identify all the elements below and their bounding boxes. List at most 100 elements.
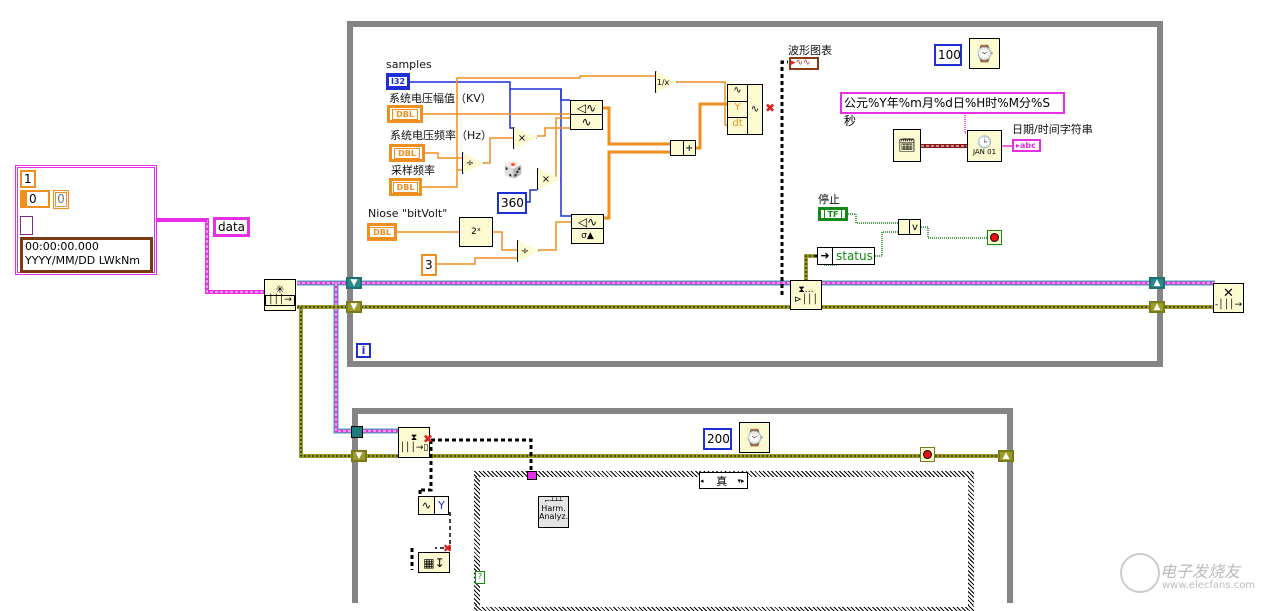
- stop-button-control[interactable]: TF: [818, 207, 848, 221]
- loop-stop-terminal[interactable]: [987, 230, 1002, 245]
- data-label[interactable]: data: [213, 217, 251, 237]
- format-string-constant[interactable]: 公元%Y年%m月%d日%H时%M分%S秒: [840, 92, 1065, 128]
- wait-ms-node[interactable]: ⌚: [969, 38, 1000, 69]
- datetime-string-label: 日期/时间字符串: [1012, 123, 1093, 136]
- queue-element-cluster[interactable]: 1 0 0 00:00:00.000 YYYY/MM/DD LWkNm: [15, 165, 157, 275]
- next-case-icon[interactable]: ▸: [741, 476, 745, 485]
- build-waveform-node[interactable]: ∿ Y dt ∿: [727, 84, 763, 135]
- queue-tunnel-consumer: [351, 426, 363, 438]
- timestamp-date: YYYY/MM/DD LWkNm: [25, 254, 141, 267]
- multiply-node-2[interactable]: ×: [537, 168, 561, 190]
- get-date-time-node[interactable]: 🗓: [893, 129, 921, 162]
- sine-wave-icon: ◁∿: [571, 102, 602, 115]
- noise-label: Niose "bitVolt": [368, 207, 448, 220]
- reciprocal-node[interactable]: 1/x: [655, 71, 677, 93]
- add-node[interactable]: +: [670, 140, 696, 156]
- table-icon: ▦↧: [423, 555, 445, 570]
- calendar-clock-icon: 🗓: [898, 137, 916, 154]
- frequency-control[interactable]: DBL: [389, 144, 425, 162]
- harmonic-analyzer-vi[interactable]: ⌐┴┴┴ Harm. Analyz.: [538, 496, 569, 528]
- wait-200-constant[interactable]: 200: [703, 428, 732, 450]
- sine-waveform-vi[interactable]: ◁∿ ∿: [570, 100, 603, 130]
- format-date-time-node[interactable]: 🕒JAN 01: [967, 130, 1002, 162]
- iteration-terminal: i: [356, 343, 371, 358]
- error-tunnel-consumer: ▼: [351, 450, 367, 462]
- consumer-while-loop-left[interactable]: [352, 408, 358, 603]
- obtain-queue-icon: ✳: [275, 283, 285, 296]
- or-node[interactable]: v: [898, 219, 921, 235]
- amplitude-label: 系统电压幅值（KV）: [389, 92, 492, 105]
- array-index[interactable]: 0: [20, 190, 50, 208]
- producer-while-loop-bottom[interactable]: [347, 361, 1163, 367]
- watermark-url: www.elecfans.com: [1162, 580, 1256, 591]
- wait-100-constant[interactable]: 100: [934, 44, 962, 66]
- queue-tunnel-in: ▼: [346, 277, 362, 289]
- dbl-array-wires: [603, 102, 729, 220]
- noise-waveform-vi[interactable]: ◁∿ σ▲: [571, 214, 604, 244]
- prev-case-icon[interactable]: ◂: [700, 476, 704, 485]
- datetime-string-indicator[interactable]: ▸abc: [1012, 139, 1041, 152]
- broken-wire-icon-3: ✖: [443, 542, 453, 555]
- watermark-name: 电子发烧友: [1160, 562, 1241, 581]
- close-icon: ✕: [1223, 285, 1234, 301]
- producer-while-loop-left[interactable]: [347, 21, 353, 367]
- random-number-icon[interactable]: 🎲: [503, 160, 523, 179]
- stop-label: 停止: [818, 193, 840, 206]
- samples-control[interactable]: I32: [386, 73, 410, 90]
- waveform-icon: ∿: [728, 85, 747, 102]
- dequeue-element-node[interactable]: ⧗│││→▯: [398, 427, 430, 458]
- arrow-icon: ➜: [818, 248, 833, 264]
- get-waveform-y-node[interactable]: ∿ Y: [418, 496, 449, 515]
- hourglass-icon-2: ⧗: [410, 432, 418, 443]
- sample-rate-control[interactable]: DBL: [389, 178, 422, 196]
- constant-360[interactable]: 360: [497, 192, 527, 214]
- hourglass-icon: ⧗…: [798, 285, 814, 295]
- watermark-logo: [1120, 553, 1160, 593]
- amplitude-control[interactable]: DBL: [387, 105, 423, 123]
- sample-rate-label: 采样频率: [391, 164, 435, 177]
- numeric-constant[interactable]: 1: [20, 170, 36, 188]
- case-selector-label[interactable]: ◂ 真 ▾ ▸: [699, 472, 748, 489]
- spectrum-icon: ⌐┴┴┴: [544, 497, 563, 505]
- broken-wire-icon-2: ✖: [423, 432, 434, 446]
- increment-decrement-icon[interactable]: [22, 192, 27, 206]
- boolean-element[interactable]: [20, 216, 33, 235]
- gaussian-noise-icon: σ▲: [581, 230, 594, 241]
- divide-node-2[interactable]: ÷: [517, 240, 539, 262]
- consumer-while-loop-top[interactable]: [352, 408, 1013, 414]
- stopwatch-icon: ⌚: [974, 44, 995, 63]
- error-shift-register-out: ▲: [1149, 301, 1165, 313]
- sine-wave-icon-2: ◁∿: [572, 216, 603, 229]
- multiply-node-1[interactable]: ×: [513, 127, 537, 149]
- enqueue-element-node[interactable]: ⧗…⊳│││: [790, 280, 822, 310]
- dropdown-icon[interactable]: ▾: [737, 476, 741, 485]
- obtain-queue-node[interactable]: ✳ │││→: [264, 279, 296, 311]
- timestamp-element[interactable]: 00:00:00.000 YYYY/MM/DD LWkNm: [20, 237, 153, 273]
- consumer-stop-terminal[interactable]: [920, 447, 935, 462]
- divide-node[interactable]: ÷: [462, 152, 484, 174]
- stopwatch-icon-2: ⌚: [744, 428, 765, 447]
- noise-control[interactable]: DBL: [367, 223, 397, 241]
- waveform-chart-label: 波形图表: [788, 44, 832, 57]
- stop-sign-icon-2: [923, 450, 932, 459]
- timestamp-time: 00:00:00.000: [25, 240, 99, 253]
- power-of-2-node[interactable]: 2ˣ: [459, 217, 493, 247]
- case-selector-terminal[interactable]: ?: [475, 571, 485, 584]
- consumer-while-loop-right[interactable]: [1007, 408, 1013, 603]
- unbundle-status-node[interactable]: ➜ status: [817, 247, 875, 265]
- build-array-node[interactable]: ▦↧: [418, 552, 450, 573]
- broken-wire-icon: ✖: [765, 101, 776, 115]
- release-queue-node[interactable]: ✕-│││→: [1213, 283, 1244, 313]
- queue-ref-wire: [157, 218, 1215, 434]
- wait-ms-node-2[interactable]: ⌚: [739, 422, 770, 453]
- producer-while-loop-right[interactable]: [1157, 21, 1163, 367]
- clock-icon: 🕒: [977, 135, 992, 149]
- case-input-tunnel: [527, 471, 537, 480]
- error-tunnel-in: ▼: [346, 301, 362, 313]
- array-index-value: 0: [29, 192, 37, 206]
- queue-shift-register-out: ▲: [1149, 277, 1165, 289]
- waveform-chart-terminal[interactable]: ▸∿∿: [789, 57, 819, 70]
- constant-3[interactable]: 3: [421, 254, 437, 276]
- array-element[interactable]: 0: [53, 190, 69, 209]
- producer-while-loop-top[interactable]: [347, 21, 1163, 27]
